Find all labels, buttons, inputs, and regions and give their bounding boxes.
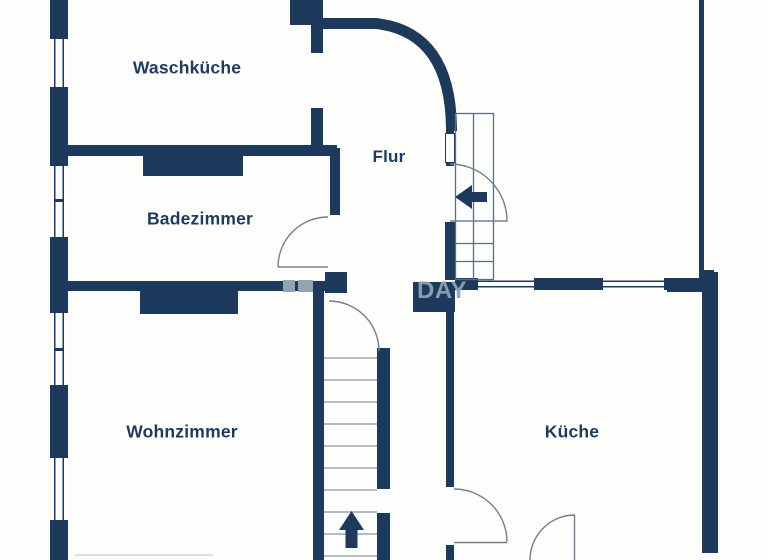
wall	[313, 291, 324, 560]
wall	[311, 25, 323, 53]
wall	[50, 0, 68, 36]
door-arc	[449, 163, 508, 222]
wall	[50, 240, 68, 310]
wall	[446, 545, 454, 560]
wall	[667, 278, 702, 292]
wall	[537, 278, 600, 290]
door-frame	[446, 162, 454, 166]
wall	[446, 312, 454, 487]
window	[50, 36, 68, 90]
watermark-fragment	[298, 280, 313, 292]
wall	[413, 282, 455, 312]
window	[600, 278, 667, 290]
wall	[65, 281, 325, 291]
wall	[290, 0, 323, 25]
room-label-flur: Flur	[372, 147, 406, 166]
door-arc	[453, 488, 508, 544]
wall	[377, 348, 390, 489]
watermark-fragment	[283, 280, 295, 292]
wall-thin	[699, 0, 704, 272]
wall	[702, 272, 718, 553]
wall	[330, 148, 340, 215]
entrance-arrow-icon	[455, 185, 487, 209]
wall-pier	[143, 156, 243, 176]
wall-corner	[325, 272, 347, 293]
door-arc	[328, 300, 380, 352]
room-label-waschkueche: Waschküche	[132, 57, 242, 78]
wall-faint	[75, 554, 213, 556]
wall	[65, 145, 337, 156]
wall	[377, 513, 390, 560]
door-arc	[529, 514, 576, 560]
door-leaf	[445, 133, 455, 163]
watermark: DAY	[417, 277, 467, 304]
door-arc	[277, 216, 329, 268]
room-label-wohnzimmer: Wohnzimmer	[126, 421, 238, 442]
room-label-kueche: Küche	[544, 421, 600, 442]
stairs-main	[324, 357, 377, 557]
curved-wall	[320, 18, 457, 132]
wall	[50, 523, 68, 560]
room-label-badezimmer: Badezimmer	[146, 208, 254, 229]
up-arrow-icon	[339, 511, 364, 548]
window-mullion	[54, 348, 64, 351]
wall-pier	[140, 291, 238, 314]
wall	[445, 222, 455, 280]
wall	[50, 388, 68, 455]
window	[475, 278, 537, 290]
wall	[311, 108, 323, 148]
wall	[50, 90, 68, 163]
window-mullion	[54, 199, 64, 202]
stairs-upper	[454, 112, 495, 281]
wall	[455, 278, 475, 290]
window	[50, 455, 68, 523]
